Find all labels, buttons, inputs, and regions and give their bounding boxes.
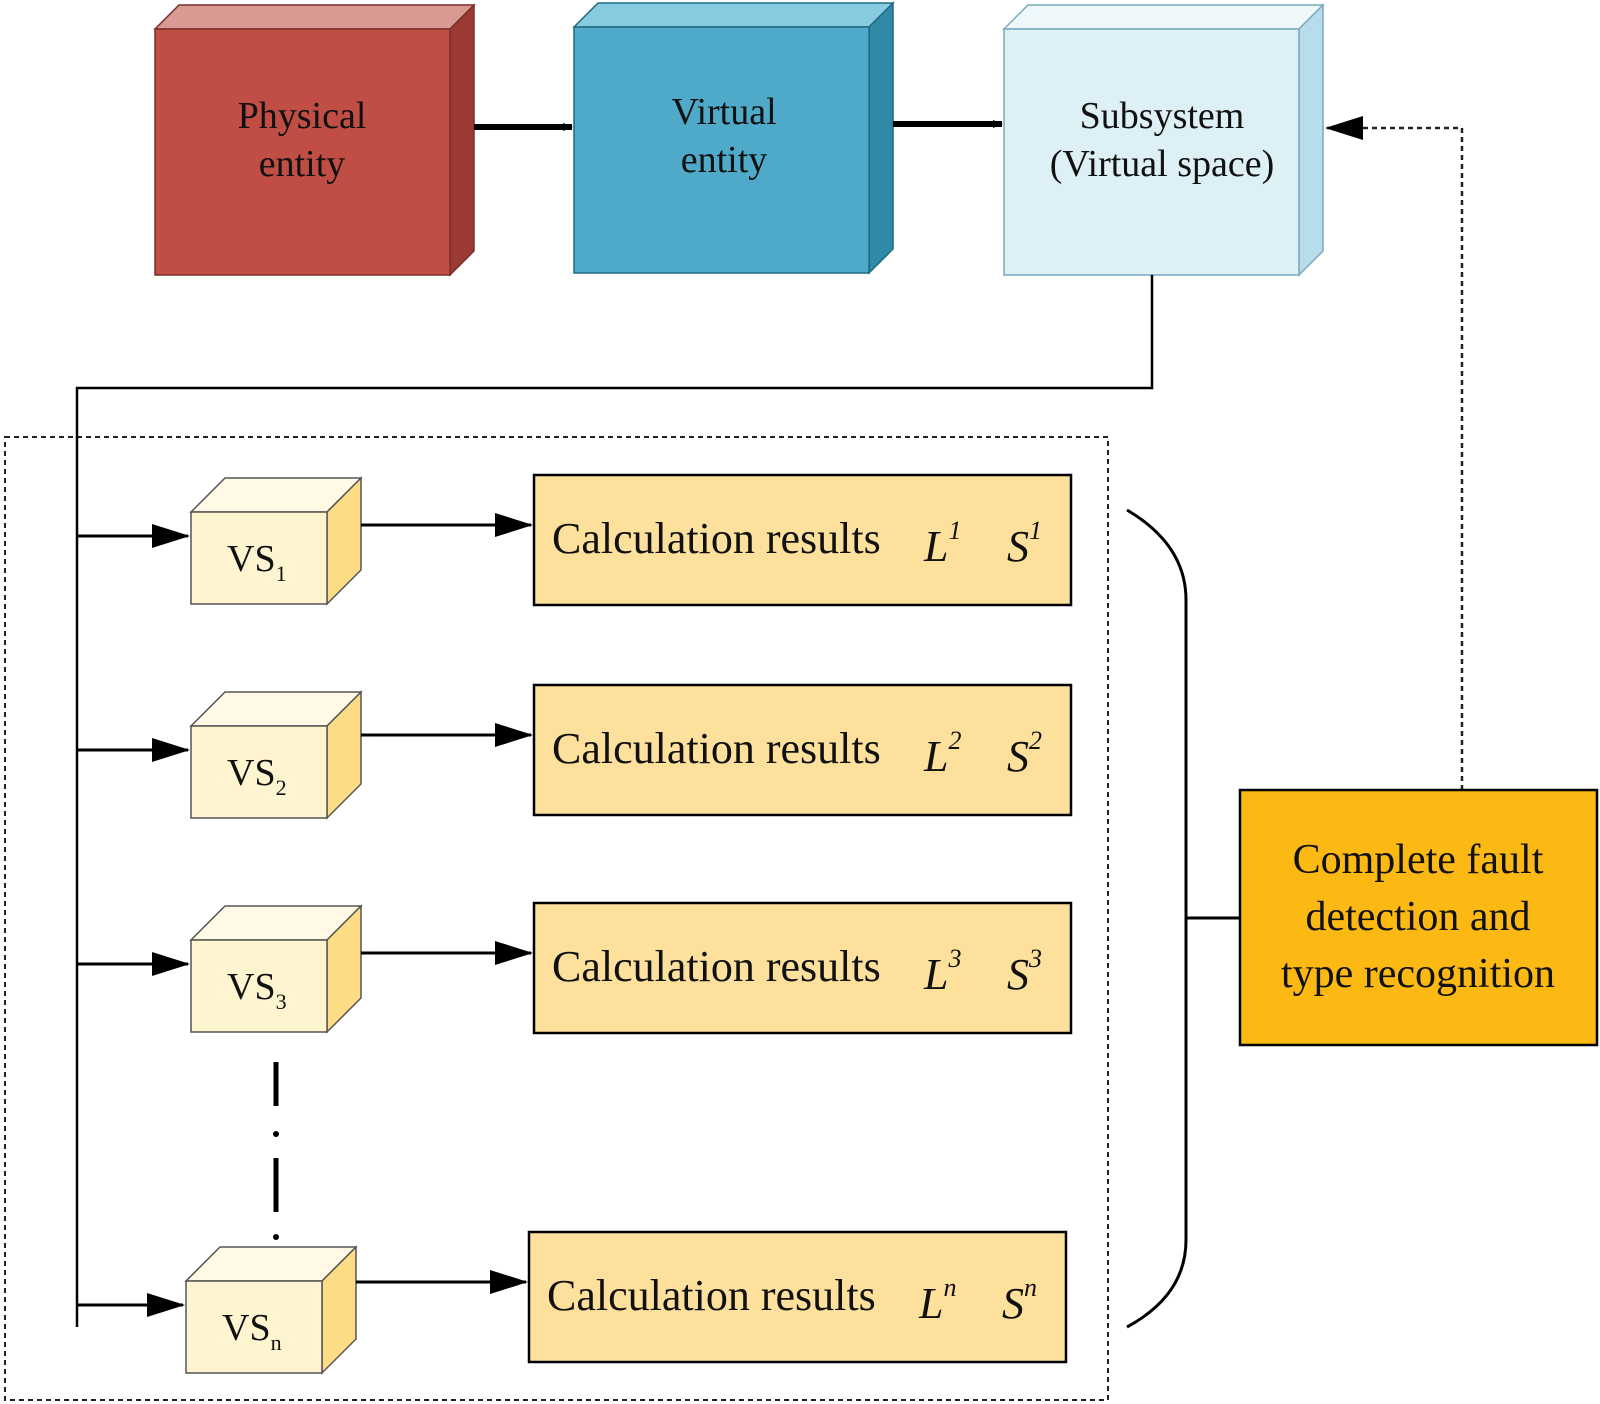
vs-label-main: VS <box>227 966 276 1008</box>
result-s-symbol: Sn <box>1002 1273 1037 1328</box>
subsystem-top-face <box>1002 4 1325 30</box>
result-l-main: L <box>923 950 948 999</box>
result-s-main: S <box>1007 950 1029 999</box>
result-l-symbol: Ln <box>918 1273 956 1328</box>
vs-label-main: VS <box>222 1307 271 1349</box>
result-l-main: L <box>918 1279 943 1328</box>
result-l-symbol: L2 <box>923 726 961 781</box>
result-s-symbol: S2 <box>1007 726 1042 781</box>
feedback-arrowhead <box>1325 116 1363 140</box>
results-brace <box>1126 508 1188 1329</box>
result-box <box>532 901 1073 1035</box>
vs-to-result-arrowhead <box>495 513 533 537</box>
result-l-superscript: 2 <box>948 726 961 755</box>
result-s-main: S <box>1007 522 1029 571</box>
virtual-entity-block: Virtual entity <box>572 1 895 275</box>
fault-box-line3: type recognition <box>1281 951 1555 997</box>
vs-label: VS1 <box>227 538 287 586</box>
result-l-symbol: L1 <box>923 516 961 571</box>
physical-entity-label-line1: Physical <box>238 95 367 137</box>
vs-label: VS3 <box>227 966 287 1014</box>
virtual-entity-side-face <box>868 1 894 275</box>
virtual-entity-label-line1: Virtual <box>671 91 776 133</box>
bus-to-vs-arrowhead <box>152 952 190 976</box>
result-label: Calculation results <box>552 942 881 991</box>
result-l-superscript: 1 <box>948 516 961 545</box>
vs-to-result-arrowhead <box>495 723 533 747</box>
fault-box-line1: Complete fault <box>1293 837 1544 883</box>
vs-label-subscript: n <box>271 1330 282 1355</box>
vs-cube-front-face <box>190 511 328 605</box>
physical-entity-label-line2: entity <box>259 143 346 185</box>
result-label: Calculation results <box>552 724 881 773</box>
result-s-symbol: S3 <box>1007 944 1042 999</box>
fault-detection-box-rect <box>1238 788 1599 1047</box>
fault-detection-box: Complete fault detection and type recogn… <box>1238 788 1599 1047</box>
result-s-main: S <box>1007 732 1029 781</box>
physical-entity-block: Physical entity <box>153 3 476 277</box>
result-s-superscript: 3 <box>1028 944 1042 973</box>
ellipsis-dot-lower <box>273 1234 279 1240</box>
subsystem-side-face <box>1298 3 1324 277</box>
result-label: Calculation results <box>547 1271 876 1320</box>
result-box <box>527 1230 1068 1364</box>
result-l-main: L <box>923 522 948 571</box>
vs-ellipsis-marker <box>273 1062 279 1240</box>
vs-label: VS2 <box>227 752 287 800</box>
vs-cube-front-face <box>185 1280 323 1374</box>
subsystem-label-line2: (Virtual space) <box>1050 143 1275 185</box>
result-s-superscript: 1 <box>1029 516 1042 545</box>
bus-to-vs-arrowhead <box>152 738 190 762</box>
vs-group-dashed-frame <box>4 436 1109 1401</box>
virtual-entity-label-line2: entity <box>681 139 768 181</box>
result-s-main: S <box>1002 1279 1024 1328</box>
vs-to-result-arrowhead <box>490 1270 528 1294</box>
vs-label-subscript: 3 <box>276 989 287 1014</box>
vs-label: VSn <box>222 1307 282 1355</box>
vs-to-result-arrowhead <box>495 941 533 965</box>
result-l-superscript: n <box>943 1273 956 1302</box>
vs-cube-front-face <box>190 939 328 1033</box>
result-label: Calculation results <box>552 514 881 563</box>
result-l-superscript: 3 <box>947 944 961 973</box>
virtual-entity-front-face <box>573 26 870 274</box>
virtual-entity-top-face <box>572 2 895 28</box>
feedback-fault-to-subsystem <box>1327 126 1464 790</box>
connector-subsystem-to-vs-bus <box>75 275 1154 1327</box>
subsystem-block: Subsystem (Virtual space) <box>1002 3 1325 277</box>
result-l-symbol: L3 <box>923 944 961 999</box>
physical-entity-top-face <box>153 4 476 30</box>
result-s-superscript: 2 <box>1029 726 1042 755</box>
result-box <box>532 473 1073 607</box>
vs-label-main: VS <box>227 538 276 580</box>
subsystem-label-line1: Subsystem <box>1080 95 1245 137</box>
fault-box-line2: detection and <box>1305 894 1530 940</box>
bus-to-vs-arrowhead <box>152 524 190 548</box>
vs-label-main: VS <box>227 752 276 794</box>
result-s-superscript: n <box>1024 1273 1037 1302</box>
ellipsis-dot-upper <box>273 1131 279 1137</box>
bus-to-vs-arrowhead <box>147 1293 185 1317</box>
physical-entity-front-face <box>154 28 451 276</box>
vs-label-subscript: 2 <box>276 775 287 800</box>
vs-label-subscript: 1 <box>276 561 287 586</box>
result-box <box>532 683 1073 817</box>
subsystem-front-face <box>1003 28 1300 276</box>
vs-cube-front-face <box>190 725 328 819</box>
result-l-main: L <box>923 732 948 781</box>
result-s-symbol: S1 <box>1007 516 1042 571</box>
physical-entity-side-face <box>449 3 475 277</box>
